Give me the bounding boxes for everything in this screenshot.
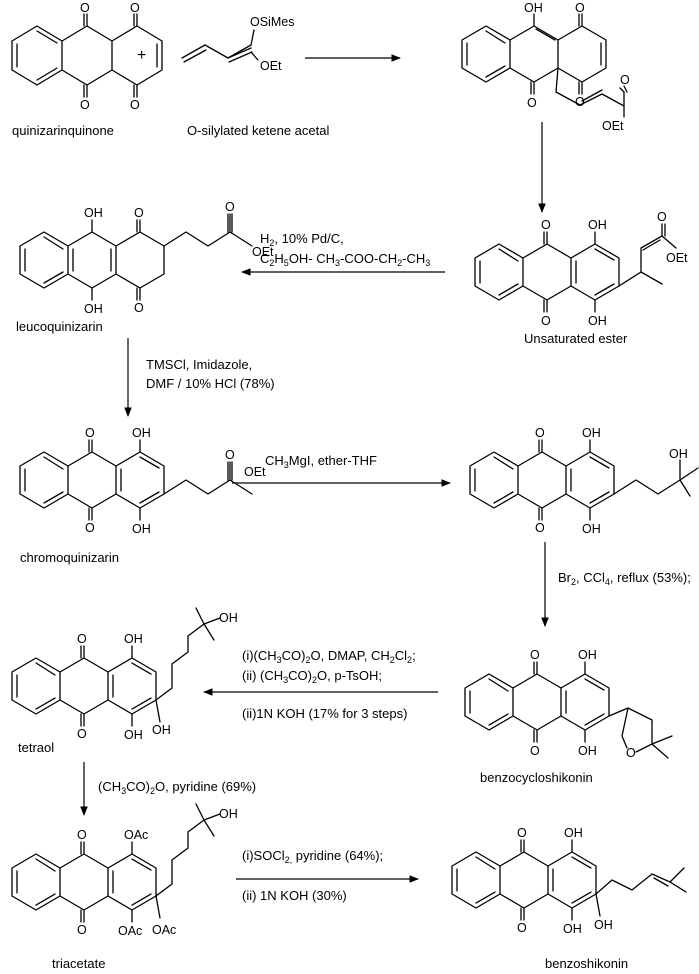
label-benzoshikonin: benzoshikonin bbox=[545, 956, 628, 971]
atom-o: O bbox=[77, 828, 87, 842]
atom-oh: OH bbox=[152, 723, 171, 737]
atom-oh: OH bbox=[669, 447, 688, 461]
atom-oh: OH bbox=[582, 522, 601, 536]
condition-hydrogenation-line2: C2H5OH- CH3-COO-CH2-CH3 bbox=[260, 251, 430, 268]
atom-oet: OEt bbox=[666, 251, 688, 265]
atom-oet: OEt bbox=[602, 119, 624, 133]
label-unsaturated-ester: Unsaturated ester bbox=[524, 331, 628, 346]
structure-tertiary-alcohol: O O OH OH OH bbox=[469, 426, 699, 536]
label-leucoquinizarin: leucoquinizarin bbox=[16, 319, 103, 334]
atom-o: O bbox=[517, 921, 527, 935]
condition-tmscl-line2: DMF / 10% HCl (78%) bbox=[146, 376, 275, 391]
atom-oet: OEt bbox=[252, 245, 274, 259]
label-quinizarinquinone: quinizarinquinone bbox=[12, 123, 114, 138]
plus-sign: + bbox=[137, 47, 146, 64]
atom-oh: OH bbox=[563, 922, 582, 936]
condition-hydrogenation-line1: H2, 10% Pd/C, bbox=[260, 231, 344, 248]
atom-o: O bbox=[85, 426, 95, 440]
label-chromoquinizarin: chromoquinizarin bbox=[20, 550, 119, 565]
atom-oet: OEt bbox=[244, 465, 266, 479]
structure-ketene-acetal: OSiMes OEt bbox=[181, 15, 294, 73]
atom-o: O bbox=[530, 744, 540, 758]
atom-osimes: OSiMes bbox=[250, 15, 294, 29]
atom-oac: OAc bbox=[124, 828, 148, 842]
atom-o: O bbox=[77, 923, 87, 937]
atom-oh: OH bbox=[588, 218, 607, 232]
atom-oh: OH bbox=[132, 426, 151, 440]
atom-o: O bbox=[517, 826, 527, 840]
atom-o: O bbox=[626, 746, 636, 760]
atom-oh: OH bbox=[564, 826, 583, 840]
atom-o: O bbox=[541, 218, 551, 232]
atom-o: O bbox=[530, 648, 540, 662]
atom-o: O bbox=[77, 727, 87, 741]
atom-o: O bbox=[130, 98, 140, 112]
structure-benzoshikonin: O O OH OH OH bbox=[451, 826, 687, 936]
condition-acyl-line2: (ii) (CH3CO)2O, p-TsOH; bbox=[242, 668, 382, 685]
condition-socl-line2: (ii) 1N KOH (30%) bbox=[242, 888, 347, 903]
atom-o: O bbox=[620, 73, 630, 87]
atom-oh: OH bbox=[219, 611, 238, 625]
structure-benzocycloshikonin: O O OH OH O bbox=[464, 648, 673, 760]
atom-oh: OH bbox=[124, 632, 143, 646]
label-triacetate: triacetate bbox=[52, 956, 105, 971]
structure-quinizarinquinone: O O O O bbox=[11, 1, 163, 112]
label-ketene-acetal: O-silylated ketene acetal bbox=[187, 123, 329, 138]
condition-bromination: Br2, CCl4, reflux (53%); bbox=[558, 570, 691, 587]
atom-oh: OH bbox=[524, 1, 543, 15]
atom-oh: OH bbox=[84, 206, 103, 220]
atom-oh: OH bbox=[132, 522, 151, 536]
atom-o: O bbox=[130, 1, 140, 15]
structure-adduct: OH O O O O OEt bbox=[461, 1, 630, 133]
atom-o: O bbox=[535, 521, 545, 535]
atom-o: O bbox=[535, 426, 545, 440]
atom-o: O bbox=[575, 1, 585, 15]
atom-o: O bbox=[575, 95, 585, 109]
atom-oh: OH bbox=[578, 744, 597, 758]
atom-o: O bbox=[225, 448, 235, 462]
atom-o: O bbox=[657, 210, 667, 224]
atom-oh: OH bbox=[588, 314, 607, 328]
atom-oh: OH bbox=[594, 918, 613, 932]
atom-o: O bbox=[225, 200, 235, 214]
condition-acyl-line1: (i)(CH3CO)2O, DMAP, CH2Cl2; bbox=[242, 648, 416, 665]
condition-grignard: CH3MgI, ether-THF bbox=[265, 453, 377, 470]
condition-tmscl-line1: TMSCl, Imidazole, bbox=[146, 357, 252, 372]
atom-oh: OH bbox=[582, 426, 601, 440]
structure-unsaturated-ester: O O OH OH O OEt bbox=[474, 210, 688, 328]
atom-o: O bbox=[80, 1, 90, 15]
structure-chromoquinizarin: O O OH OH O OEt bbox=[19, 426, 266, 536]
label-benzocycloshikonin: benzocycloshikonin bbox=[480, 770, 593, 785]
condition-acyl-line3: (ii)1N KOH (17% for 3 steps) bbox=[242, 706, 407, 721]
condition-acetylation: (CH3CO)2O, pyridine (69%) bbox=[98, 779, 256, 796]
atom-o: O bbox=[541, 314, 551, 328]
structure-tetraol: O O OH OH OH OH bbox=[11, 607, 238, 742]
atom-o: O bbox=[134, 301, 144, 315]
label-tetraol: tetraol bbox=[18, 740, 54, 755]
atom-oet: OEt bbox=[260, 59, 282, 73]
atom-o: O bbox=[527, 96, 537, 110]
atom-o: O bbox=[134, 206, 144, 220]
atom-oh: OH bbox=[124, 728, 143, 742]
atom-oh: OH bbox=[578, 648, 597, 662]
atom-o: O bbox=[77, 632, 87, 646]
atom-oac: OAc bbox=[152, 923, 176, 937]
atom-oh: OH bbox=[84, 302, 103, 316]
condition-socl-line1: (i)SOCl2, pyridine (64%); bbox=[242, 848, 383, 865]
atom-o: O bbox=[80, 98, 90, 112]
structure-leucoquinizarin: OH OH O O O OEt bbox=[19, 200, 274, 316]
atom-oh: OH bbox=[219, 807, 238, 821]
atom-oac: OAc bbox=[118, 924, 142, 938]
structure-triacetate: O O OAc OAc OAc OH bbox=[11, 803, 238, 938]
atom-o: O bbox=[85, 521, 95, 535]
